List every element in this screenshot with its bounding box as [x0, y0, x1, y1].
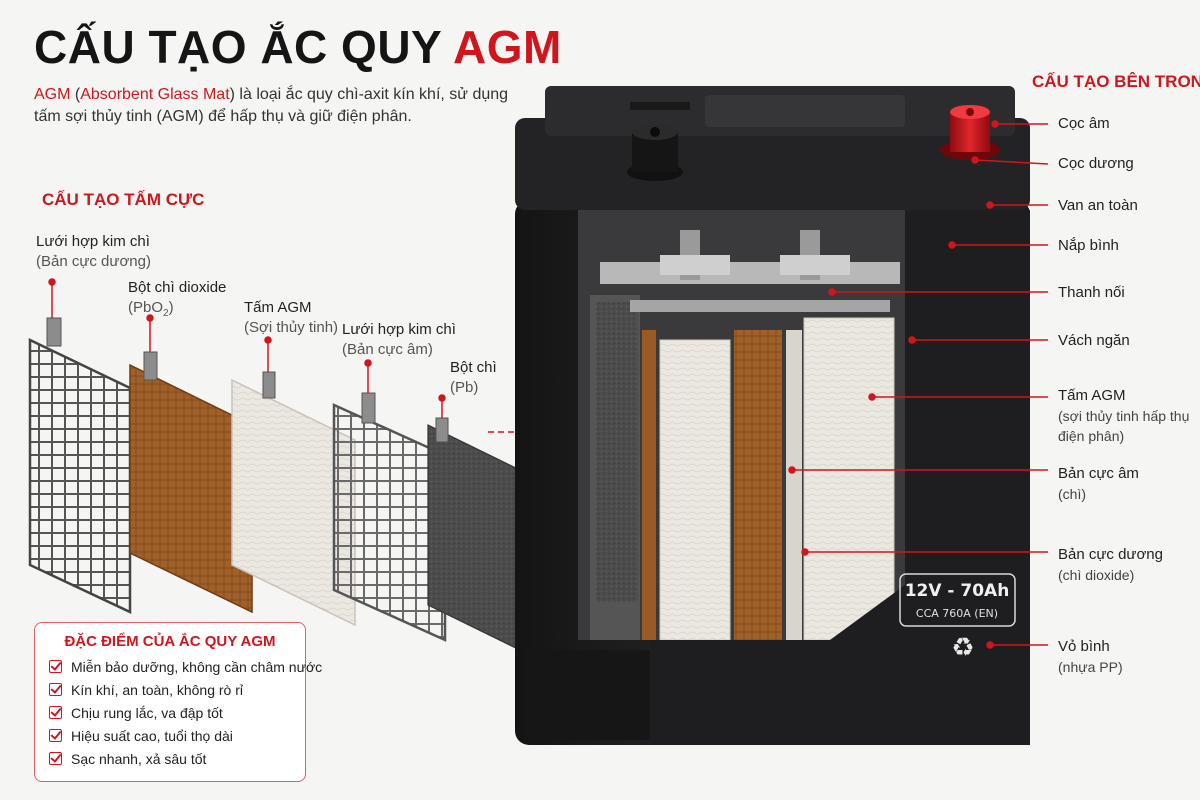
- plate-leaders: [48, 278, 446, 418]
- inside-leaders: [788, 120, 1049, 649]
- battery: 12V - 70Ah CCA 760A (EN) ♻: [515, 86, 1030, 745]
- plate-label-lead-paste: Bột chì(Pb): [450, 359, 497, 396]
- check-icon: [49, 752, 62, 765]
- label-positive-terminal: Cọc dương: [1058, 155, 1134, 172]
- positive-grid-lug: [46, 317, 62, 347]
- feature-item: Miễn bảo dưỡng, không cần châm nước: [49, 656, 322, 679]
- battery-spec-sub: CCA 760A (EN): [916, 607, 998, 620]
- feature-item: Sạc nhanh, xả sâu tốt: [49, 748, 305, 771]
- features-box: ĐẶC ĐIỂM CỦA ẮC QUY AGM Miễn bảo dưỡng, …: [34, 622, 322, 782]
- feature-item: Kín khí, an toàn, không rò rỉ: [49, 679, 305, 702]
- agm-mat-lug: [262, 371, 276, 399]
- positive-grid-plate: [28, 338, 132, 614]
- label-connector: Thanh nối: [1058, 284, 1125, 301]
- check-icon: [49, 660, 62, 673]
- plates-heading: CẤU TẠO TẤM CỰC: [42, 190, 205, 209]
- label-lid: Nắp bình: [1058, 237, 1119, 254]
- lead-dioxide-lug: [143, 351, 158, 381]
- feature-item: Chịu rung lắc, va đập tốt: [49, 702, 305, 725]
- check-icon: [49, 729, 62, 742]
- inside-heading: CẤU TẠO BÊN TRONG: [1032, 72, 1200, 91]
- features-heading: ĐẶC ĐIỂM CỦA ẮC QUY AGM: [64, 633, 276, 650]
- recycle-icon: ♻: [951, 633, 974, 663]
- negative-grid-lug: [361, 392, 376, 424]
- label-negative-terminal: Cọc âm: [1058, 115, 1110, 132]
- label-positive-plate: Bản cực dương(chì dioxide): [1058, 546, 1163, 583]
- plate-label-lead-dioxide: Bột chì dioxide(PbO2): [128, 279, 227, 319]
- label-negative-plate: Bản cực âm(chì): [1058, 465, 1139, 502]
- label-separator: Vách ngăn: [1058, 332, 1130, 349]
- lead-dioxide-plate: [129, 363, 253, 614]
- label-safety-valve: Van an toàn: [1058, 197, 1138, 214]
- negative-grid-plate: [332, 403, 447, 642]
- label-case: Vỏ bình(nhựa PP): [1058, 638, 1123, 675]
- feature-item: Hiệu suất cao, tuổi thọ dài: [49, 725, 305, 748]
- lead-paste-lug: [435, 417, 449, 443]
- plate-label-positive-grid: Lưới hợp kim chì(Bản cực dương): [36, 233, 151, 270]
- exploded-plates: [28, 317, 531, 656]
- agm-mat-plate: [231, 378, 356, 627]
- check-icon: [49, 706, 62, 719]
- plate-label-negative-grid: Lưới hợp kim chì(Bản cực âm): [342, 321, 456, 358]
- check-icon: [49, 683, 62, 696]
- plate-label-agm: Tấm AGM(Sợi thủy tinh): [244, 299, 339, 336]
- page-title: CẤU TẠO ẮC QUY AGM: [34, 21, 562, 73]
- battery-spec-main: 12V - 70Ah: [905, 581, 1010, 601]
- intro-text: AGM (Absorbent Glass Mat) là loại ắc quy…: [34, 86, 509, 125]
